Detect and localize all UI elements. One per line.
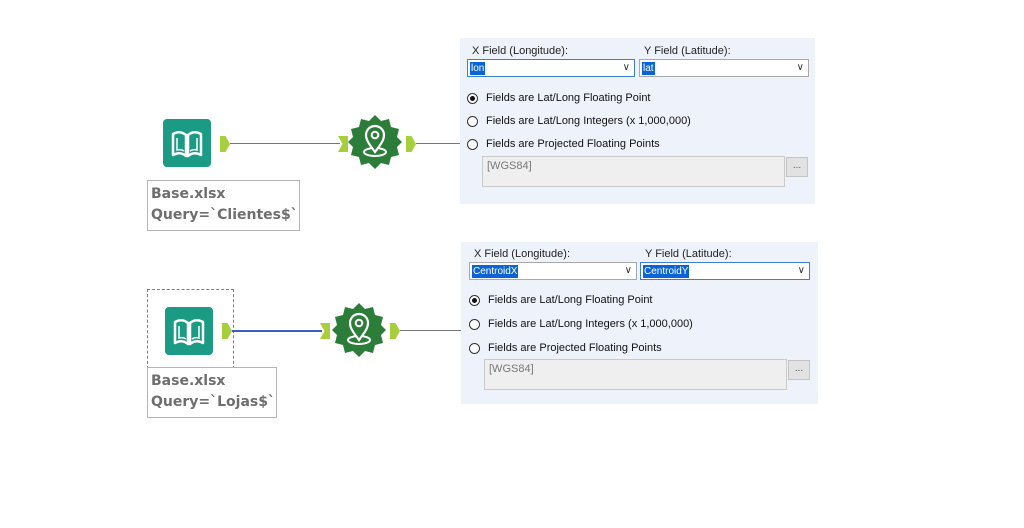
radio-floating-point[interactable] (469, 295, 480, 306)
y-field-value: lat (642, 62, 655, 75)
y-field-dropdown[interactable]: lat ∨ (639, 59, 809, 77)
annotation-query: Query=`Lojas$` (151, 394, 275, 410)
tool-annotation: Base.xlsx Query=`Lojas$` (147, 367, 277, 418)
book-icon (171, 131, 203, 158)
option-floating-point-label: Fields are Lat/Long Floating Point (486, 92, 651, 104)
projection-value: [WGS84] (487, 160, 532, 172)
browse-projection-button[interactable]: ... (786, 157, 808, 177)
x-field-label: X Field (Longitude): (472, 45, 568, 57)
connection-line[interactable] (230, 143, 340, 144)
radio-projected[interactable] (467, 139, 478, 150)
option-floating-point-label: Fields are Lat/Long Floating Point (488, 294, 653, 306)
config-panel-1: X Field (Longitude): Y Field (Latitude):… (460, 38, 815, 204)
radio-integers[interactable] (469, 319, 480, 330)
option-projected-label: Fields are Projected Floating Points (486, 138, 660, 150)
input-anchor[interactable] (320, 323, 330, 339)
connection-line-selected[interactable] (232, 330, 322, 332)
output-anchor[interactable] (406, 136, 416, 152)
annotation-file: Base.xlsx (151, 373, 226, 389)
x-field-dropdown[interactable]: lon ∨ (467, 59, 635, 77)
projection-value: [WGS84] (489, 363, 534, 375)
connection-line[interactable] (400, 330, 461, 331)
book-icon (173, 319, 205, 346)
browse-label: ... (794, 363, 804, 374)
chevron-down-icon: ∨ (624, 265, 632, 276)
projection-field: [WGS84] (484, 359, 787, 390)
create-points-tool-2[interactable] (331, 302, 387, 358)
chevron-down-icon: ∨ (797, 265, 805, 276)
connection-line[interactable] (416, 143, 460, 144)
x-field-dropdown[interactable]: CentroidX ∨ (469, 262, 637, 280)
x-field-value: CentroidX (472, 265, 519, 278)
input-data-tool-2[interactable] (165, 307, 213, 355)
option-projected-label: Fields are Projected Floating Points (488, 342, 662, 354)
input-anchor[interactable] (338, 136, 348, 152)
x-field-value: lon (470, 62, 486, 75)
y-field-dropdown[interactable]: CentroidY ∨ (640, 262, 810, 280)
map-pin-icon (348, 115, 402, 169)
annotation-query: Query=`Clientes$` (151, 207, 298, 223)
input-data-tool-1[interactable] (163, 119, 211, 167)
browse-projection-button[interactable]: ... (788, 360, 810, 380)
annotation-file: Base.xlsx (151, 186, 226, 202)
chevron-down-icon: ∨ (622, 62, 630, 73)
output-anchor[interactable] (390, 323, 400, 339)
radio-integers[interactable] (467, 116, 478, 127)
y-field-label: Y Field (Latitude): (645, 248, 732, 260)
radio-floating-point[interactable] (467, 93, 478, 104)
browse-label: ... (792, 160, 802, 171)
output-anchor[interactable] (220, 136, 230, 152)
config-panel-2: X Field (Longitude): Y Field (Latitude):… (461, 242, 818, 404)
x-field-label: X Field (Longitude): (474, 248, 570, 260)
radio-projected[interactable] (469, 343, 480, 354)
chevron-down-icon: ∨ (796, 62, 804, 73)
option-integers-label: Fields are Lat/Long Integers (x 1,000,00… (488, 318, 693, 330)
y-field-value: CentroidY (643, 265, 690, 278)
projection-field: [WGS84] (482, 156, 785, 187)
tool-annotation: Base.xlsx Query=`Clientes$` (147, 180, 300, 231)
y-field-label: Y Field (Latitude): (644, 45, 731, 57)
output-anchor[interactable] (222, 323, 232, 339)
create-points-tool-1[interactable] (347, 114, 403, 170)
option-integers-label: Fields are Lat/Long Integers (x 1,000,00… (486, 115, 691, 127)
map-pin-icon (332, 303, 386, 357)
